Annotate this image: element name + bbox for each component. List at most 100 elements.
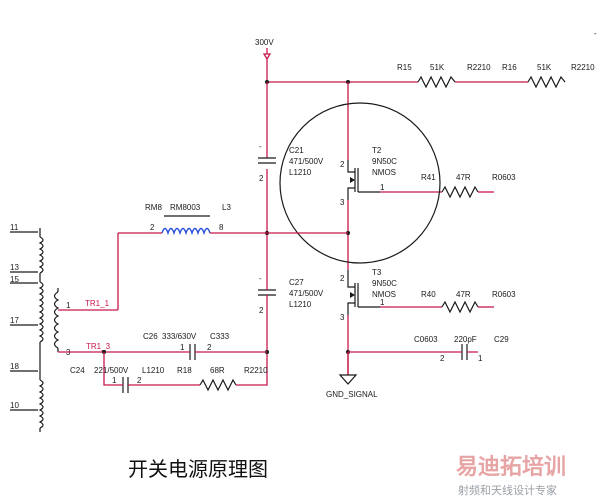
c21-plates [258, 157, 276, 164]
c26-package: C333 [210, 332, 230, 341]
t2-arrow-icon [350, 177, 355, 183]
t2-type: NMOS [372, 168, 396, 177]
c27-plates [258, 289, 276, 296]
rm8-ref: RM8 [145, 203, 162, 212]
tr1-pin11: 11 [10, 223, 19, 232]
resistor-r15: R15 51K R2210 [397, 63, 528, 89]
c29-pin2: 2 [440, 354, 445, 363]
r15-ref: R15 [397, 63, 412, 72]
c29-value: 220pF [454, 335, 477, 344]
tr1-primary-coil-icon [53, 291, 60, 349]
c24-ref: C24 [70, 366, 85, 375]
c21-value: 471/500V [289, 157, 324, 166]
c21-ref: C21 [289, 146, 304, 155]
c26-pin1: 1 [180, 343, 185, 352]
t3-pin3: 3 [340, 313, 345, 322]
c24-plates [122, 377, 129, 393]
c29-plates [461, 344, 468, 360]
t3-part: 9N50C [372, 279, 397, 288]
r15-value: 51K [430, 63, 445, 72]
tr1-pin1: 1 [66, 301, 71, 310]
r16-ref: R16 [502, 63, 517, 72]
rm8-coil [161, 227, 211, 236]
t2-pin2: 2 [340, 160, 345, 169]
t2-pin1: 1 [380, 183, 385, 192]
t3-arrow-icon [350, 292, 355, 298]
r41-value: 47R [456, 173, 471, 182]
c24-pin2: 2 [137, 376, 142, 385]
tr1-winding-mid-icon [38, 281, 44, 343]
tr1-pin-leads [10, 231, 38, 411]
inductor-rm8: RM8 RM8003 L3 2 8 [117, 203, 348, 310]
t3-channel [347, 270, 356, 315]
c27-pin1-dash: - [259, 274, 262, 283]
c27-ref: C27 [289, 278, 304, 287]
tr1-pin15: 15 [10, 275, 19, 284]
c24-left-wire [103, 352, 118, 386]
capacitor-c27: - 2 C27 471/500V L1210 [258, 272, 324, 315]
c24-package: L1210 [142, 366, 165, 375]
c29-ref: C29 [494, 335, 509, 344]
c26-ref: C26 [143, 332, 158, 341]
r16-value: 51K [537, 63, 552, 72]
r41-ref: R41 [421, 173, 436, 182]
r18-value: 68R [210, 366, 225, 375]
r41-zigzag [441, 185, 479, 199]
resistor-r41: R41 47R R0603 [380, 173, 516, 199]
mosfet-t2: 2 3 1 T2 9N50C NMOS [340, 146, 397, 207]
c24-pin1: 1 [112, 376, 117, 385]
corner-dash: - [594, 29, 597, 38]
r15-zigzag [417, 75, 456, 89]
resistor-r16: R16 51K R2210 [502, 63, 595, 89]
r18-ref: R18 [177, 366, 192, 375]
transformer-tr1: 11 13 15 17 18 10 1 3 [10, 223, 71, 432]
c27-pin2: 2 [259, 306, 264, 315]
rm8-ref2: L3 [222, 203, 231, 212]
tr1-pin13: 13 [10, 263, 19, 272]
c21-pin2: 2 [259, 174, 264, 183]
net-label-300v: 300V [255, 38, 274, 47]
t3-type: NMOS [372, 290, 396, 299]
r41-package: R0603 [492, 173, 516, 182]
resistor-r18: R18 68R R2210 [177, 366, 268, 392]
resistor-r40: R40 47R R0603 [380, 290, 516, 314]
capacitor-c24: C24 221/500V L1210 1 2 [70, 352, 200, 393]
ground-symbol: GND_SIGNAL [326, 352, 378, 399]
tr1-pin18: 18 [10, 362, 19, 371]
highlight-circle [279, 102, 441, 264]
capacitor-c29: C0603 220pF C29 2 1 [348, 335, 509, 363]
net-label-tr1-3: TR1_3 [86, 342, 111, 351]
tr1-pin17: 17 [10, 316, 19, 325]
c26-value: 333/630V [162, 332, 197, 341]
r18-right-wire [236, 375, 268, 386]
c27-package: L1210 [289, 300, 312, 309]
tr1-winding-bottom-icon [38, 379, 44, 429]
capacitor-c21: - 2 C21 471/500V L1210 [258, 142, 324, 183]
r40-value: 47R [456, 290, 471, 299]
c26-pin2: 2 [207, 343, 212, 352]
ground-arrow-icon [338, 374, 358, 385]
power-rail-300v: 300V [255, 38, 418, 84]
c24-value: 221/500V [94, 366, 129, 375]
c21-pin1-dash: - [259, 142, 262, 151]
t3-pin1: 1 [380, 298, 385, 307]
net-label-tr1-1: TR1_1 [85, 299, 110, 308]
r16-package: R2210 [571, 63, 595, 72]
r40-zigzag [441, 300, 479, 314]
tr1-pin10: 10 [10, 401, 19, 410]
c27-value: 471/500V [289, 289, 324, 298]
r18-package: R2210 [244, 366, 268, 375]
t2-ref: T2 [372, 146, 382, 155]
tr1-winding-top-icon [38, 236, 44, 274]
c29-pin1: 1 [478, 354, 483, 363]
t2-part: 9N50C [372, 157, 397, 166]
rm8-part: RM8003 [170, 203, 201, 212]
watermark-sub: 射频和天线设计专家 [458, 483, 557, 497]
r40-package: R0603 [492, 290, 516, 299]
c29-package: C0603 [414, 335, 438, 344]
r16-zigzag [527, 75, 566, 89]
rm8-pin2: 2 [150, 223, 155, 232]
t3-pin2: 2 [340, 274, 345, 283]
watermark-logo: 易迪拓培训 射频和天线设计专家 [456, 454, 566, 497]
